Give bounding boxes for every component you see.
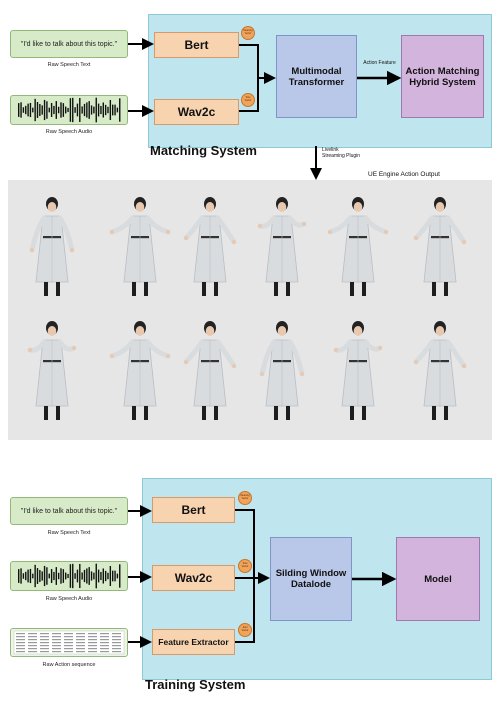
training-action-input (10, 628, 128, 657)
training-wav2c-box: Wav2c (152, 565, 235, 591)
action-matching-box: Action Matching Hybrid System (401, 35, 484, 118)
arrow-train-bert-merge (235, 509, 255, 578)
livelink-label: Livelink Streaming Plugin (322, 147, 361, 159)
sliding-window-label: Silding Window Datalode (275, 568, 347, 590)
character-figure (257, 197, 307, 296)
character-figure (109, 321, 171, 420)
training-meaning-vector-badge: Meaning Vector (238, 491, 252, 505)
training-wav2c-label: Wav2c (174, 571, 213, 585)
training-tone-vector-label: Tone Vector (241, 562, 249, 568)
character-figure (333, 321, 383, 420)
character-figure (259, 321, 305, 420)
matching-bert-label: Bert (184, 38, 209, 52)
training-waveform-icon (18, 563, 121, 589)
character-figure (183, 197, 237, 296)
matching-meaning-vector-label: Meaning Vector (243, 29, 253, 35)
arrow-wav2c-merge (239, 78, 259, 112)
model-box: Model (396, 537, 480, 621)
matching-text-input: "I'd like to talk about this topic." (10, 30, 128, 58)
training-text-caption: Raw Speech Text (47, 530, 91, 536)
character-figure (27, 321, 77, 420)
matching-bert-box: Bert (154, 32, 239, 58)
matching-text-input-value: "I'd like to talk about this topic." (20, 40, 118, 48)
character-figure (183, 321, 237, 420)
training-joint-vector-badge: Joint Vector (238, 623, 252, 637)
matching-tone-vector-badge: Tone Vector (241, 93, 255, 107)
ue-output-gallery (8, 180, 492, 440)
matching-text-caption: Raw Speech Text (47, 62, 91, 68)
matching-system-title: Matching System (150, 143, 257, 158)
character-figure (413, 197, 467, 296)
matching-tone-vector-label: Tone Vector (244, 96, 252, 102)
training-audio-caption: Raw Speech Audio (45, 596, 93, 602)
matching-audio-input (10, 95, 128, 125)
training-text-input-value: "I'd like to talk about this topic." (20, 507, 118, 515)
multimodal-transformer-box: Multimodal Transformer (276, 35, 357, 118)
character-figure (413, 321, 467, 420)
matching-wav2c-box: Wav2c (154, 99, 239, 125)
character-figure (29, 197, 75, 296)
training-text-input: "I'd like to talk about this topic." (10, 497, 128, 525)
training-bert-label: Bert (181, 503, 206, 517)
training-bert-box: Bert (152, 497, 235, 523)
training-meaning-vector-label: Meaning Vector (240, 494, 250, 500)
training-audio-input (10, 561, 128, 591)
sliding-window-box: Silding Window Datalode (270, 537, 352, 621)
matching-audio-caption: Raw Speech Audio (45, 129, 93, 135)
ue-output-title: UE Engine Action Output (368, 171, 440, 178)
action-matching-label: Action Matching Hybrid System (405, 65, 480, 88)
action-feature-label: Action Feature (363, 60, 396, 66)
action-sequence-table-icon (13, 630, 125, 655)
multimodal-transformer-label: Multimodal Transformer (288, 65, 345, 88)
matching-wav2c-label: Wav2c (177, 105, 216, 119)
arrow-bert-merge (239, 44, 259, 78)
character-figure (109, 197, 171, 296)
training-system-title: Training System (145, 677, 246, 692)
matching-waveform-icon (18, 97, 121, 123)
feature-extractor-box: Feature Extractor (152, 629, 235, 655)
training-tone-vector-badge: Tone Vector (238, 559, 252, 573)
matching-meaning-vector-badge: Meaning Vector (241, 26, 255, 40)
training-joint-vector-label: Joint Vector (241, 626, 249, 632)
feature-extractor-label: Feature Extractor (158, 636, 229, 647)
training-action-caption: Raw Action sequence (42, 662, 96, 668)
arrow-train-feature-merge (235, 578, 255, 643)
model-label: Model (424, 573, 452, 585)
character-figure (327, 197, 389, 296)
